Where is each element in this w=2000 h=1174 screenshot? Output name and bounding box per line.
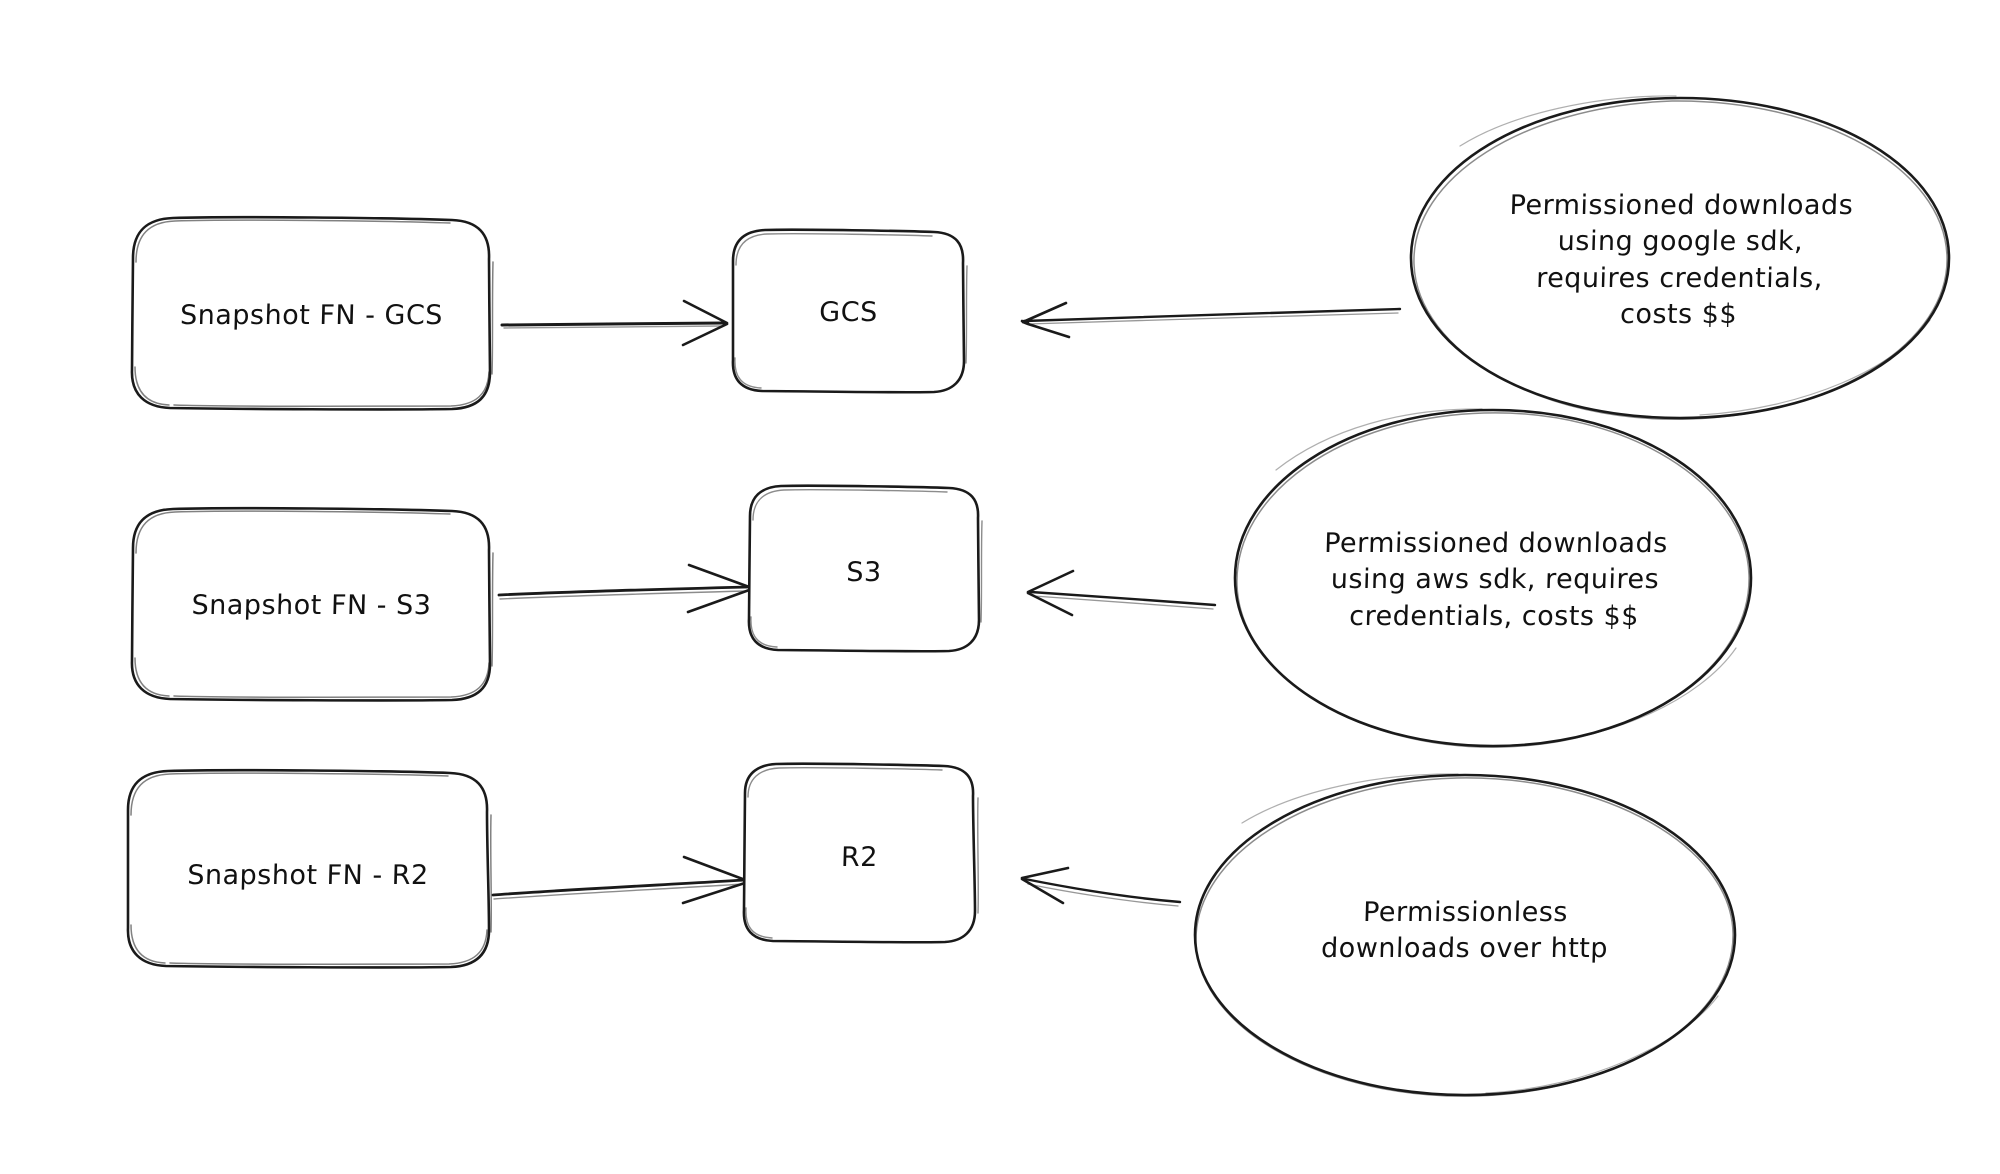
node-r2[interactable] — [742, 762, 979, 944]
node-snapshot-fn-s3[interactable] — [130, 506, 494, 702]
node-snapshot-fn-r2[interactable] — [126, 768, 493, 969]
arrow-snapshot-fn-gcs-to-gcs — [500, 299, 729, 347]
note-s3-permissioned[interactable] — [1233, 408, 1753, 748]
arrow-snapshot-fn-r2-to-r2 — [491, 855, 750, 905]
note-r2-permissionless[interactable] — [1193, 773, 1737, 1097]
arrow-note-r2-to-r2 — [1020, 866, 1182, 907]
arrow-note-gcs-to-gcs — [1020, 301, 1402, 339]
node-gcs[interactable] — [731, 228, 968, 394]
note-gcs-permissioned[interactable] — [1409, 95, 1951, 420]
node-snapshot-fn-gcs[interactable] — [130, 215, 494, 411]
arrow-note-s3-to-s3 — [1026, 569, 1217, 617]
arrow-snapshot-fn-s3-to-s3 — [497, 563, 754, 614]
node-s3[interactable] — [747, 484, 983, 653]
